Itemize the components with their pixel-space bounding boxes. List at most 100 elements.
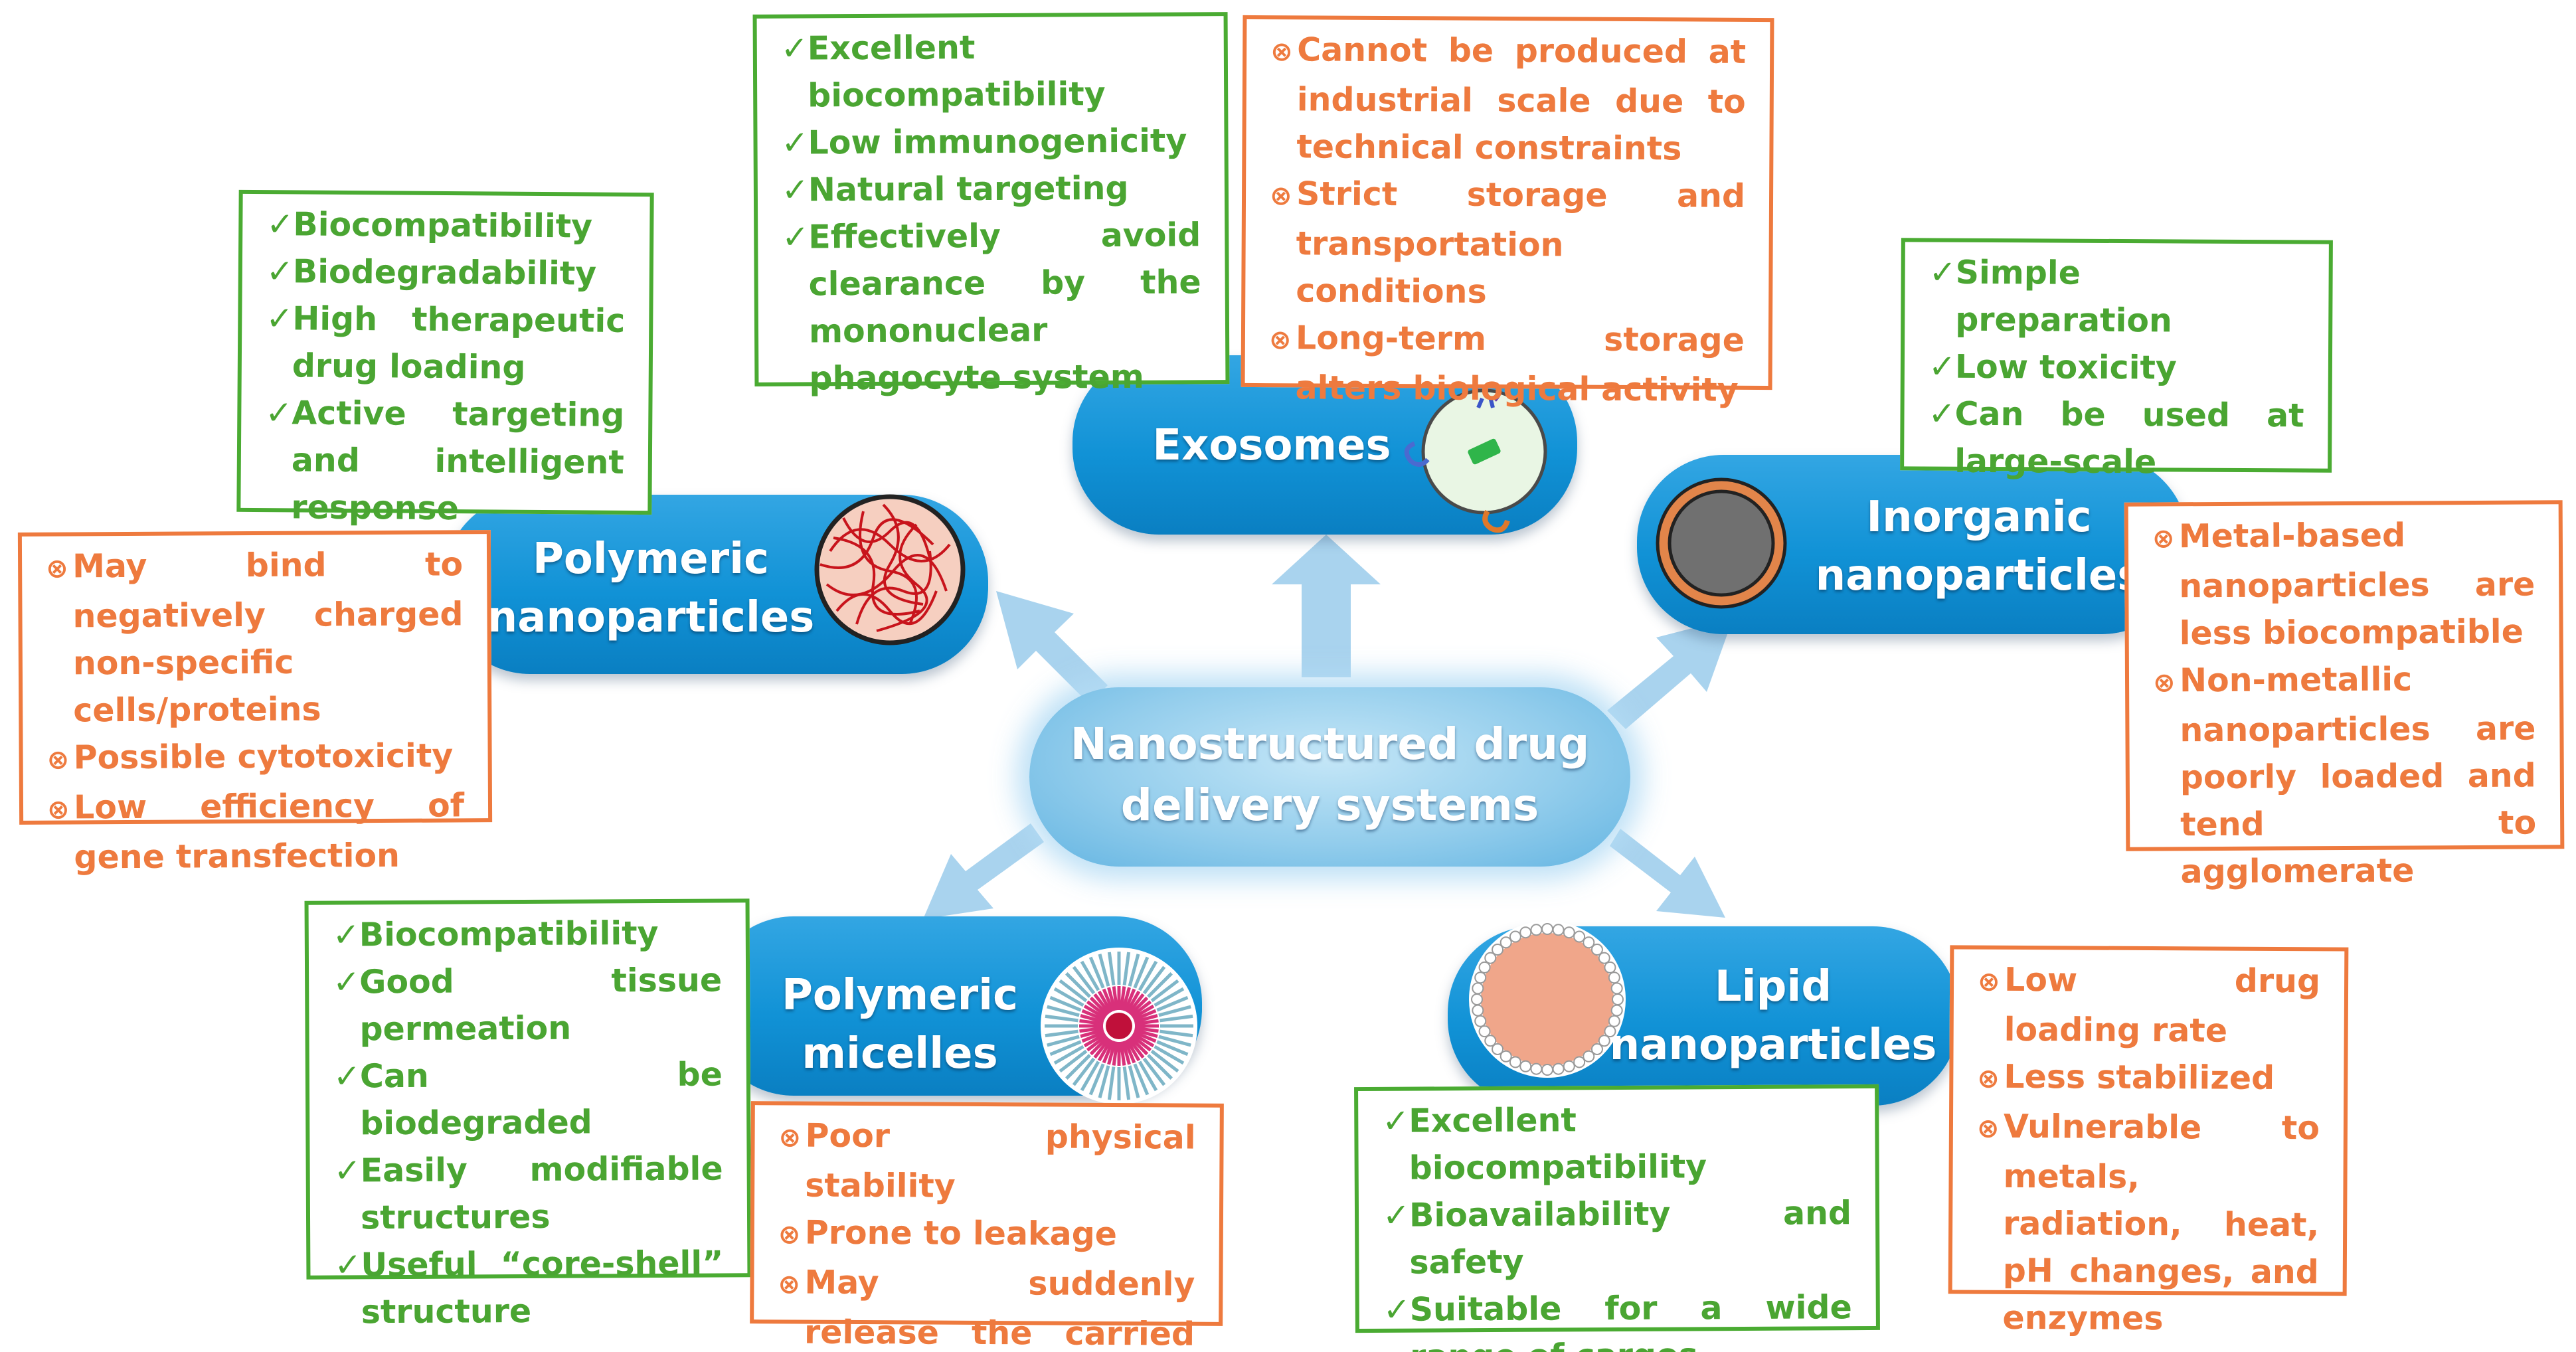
micelle-inner-ray	[1129, 996, 1149, 1016]
disadvantage-item: ⊗May suddenly release the carried cargo	[778, 1258, 1195, 1352]
micelle-outer-ray	[1138, 1060, 1158, 1092]
micelle-outer-ray	[1122, 952, 1131, 985]
micelle-inner-ray	[1079, 1019, 1104, 1026]
item-text: Good tissue permeation	[359, 961, 723, 1049]
micelle-inner-ray	[1080, 1028, 1104, 1038]
center-title: Nanostructured drug delivery systems	[1029, 714, 1630, 836]
exosomes-advantages-list: ✓Excellent biocompatibility✓Low immunoge…	[781, 23, 1202, 402]
lipid-nanoparticles-advantages-box: ✓Excellent biocompatibility✓Bioavailabil…	[1354, 1084, 1880, 1352]
lipid-head	[1608, 1015, 1620, 1027]
check-icon: ✓	[781, 171, 810, 209]
polymeric-micelles-advantages-box: ✓Biocompatibility ✓ Good tissue permeation…	[304, 898, 752, 1331]
micelle-inner-ray	[1080, 1014, 1104, 1024]
inorganic-nanoparticles-label-line-1: Inorganic	[1866, 493, 2092, 542]
polymeric-nanoparticles-label-line-2: nanoparticles	[487, 593, 815, 642]
lipid-head	[1472, 982, 1484, 995]
micelle-outer-ray	[1065, 972, 1091, 998]
arrow-to-polymeric-nanoparticles	[996, 591, 1108, 704]
lipid-head	[1471, 993, 1483, 1005]
lipid-head	[1598, 1035, 1610, 1047]
micelle-inner-ray	[1097, 1039, 1113, 1062]
disadvantage-item: ⊗Non-metallic nanoparticles are poorly l…	[2153, 655, 2537, 895]
micelle-outer-ray	[1072, 1057, 1096, 1086]
cross-circle-icon: ⊗	[778, 1219, 801, 1250]
micelle-outer-ray	[1088, 1063, 1105, 1096]
cross-circle-icon: ⊗	[778, 1122, 802, 1153]
arrow-to-exosomes	[1272, 535, 1381, 677]
polymeric-nanoparticles-label-line-1: Polymeric	[532, 535, 770, 584]
micelle-inner-ray	[1102, 1040, 1115, 1064]
micelle-outer-ray	[1098, 954, 1110, 987]
advantage-item: ✓Can be biodegraded	[333, 1051, 723, 1147]
check-icon: ✓	[782, 218, 810, 256]
advantage-item: ✓Excellent biocompatibility	[781, 23, 1201, 119]
item-text: Metal-based nanoparticles are less bioco…	[2178, 516, 2535, 653]
micelle-inner-ray	[1097, 990, 1113, 1013]
lipid-head	[1552, 1062, 1565, 1075]
item-text: Natural targeting	[808, 169, 1129, 209]
item-text: Non-metallic nanoparticles are poorly lo…	[2179, 660, 2537, 891]
micelle-outer-ray	[1158, 1005, 1191, 1017]
arrow-to-polymeric-micelles	[923, 823, 1044, 919]
micelle-outer-ray	[1059, 979, 1088, 1003]
disadvantage-item: ⊗Poor physical stability	[778, 1112, 1196, 1211]
lipid-nanoparticles-disadvantages-box: ⊗Low drug loading rate⊗Less stabilized⊗V…	[1948, 945, 2349, 1337]
micelle-inner-ray	[1081, 1030, 1105, 1043]
micelle-outer-ray	[1128, 954, 1140, 987]
lipid-head	[1519, 1060, 1532, 1072]
lipid-head	[1541, 1064, 1553, 1076]
micelle-inner-ray	[1107, 987, 1117, 1011]
disadvantage-item: ⊗Low drug loading rate	[1978, 956, 2321, 1055]
micelle-outer-ray	[1150, 1049, 1179, 1073]
micelle-outer-ray	[1080, 960, 1100, 991]
check-icon: ✓	[334, 1246, 362, 1284]
advantage-item: ✓Simple preparation	[1929, 249, 2305, 345]
lipid-head	[1478, 1025, 1491, 1038]
micelle-outer-ray	[1133, 1063, 1150, 1096]
check-icon: ✓	[333, 1151, 361, 1190]
polymeric-nanoparticles-disadvantages-list: ⊗May bind to negatively charged non-spec…	[46, 541, 465, 881]
lipid-head	[1492, 944, 1504, 956]
polymeric-micelles-disadvantages-list: ⊗Poor physical stability⊗Prone to leakag…	[778, 1112, 1196, 1352]
micelle-outer-ray	[1159, 1029, 1193, 1038]
micelle-inner-ray	[1089, 1036, 1109, 1056]
micelle-outer-ray	[1053, 987, 1084, 1007]
micelle-outer-ray	[1080, 1060, 1100, 1092]
check-icon: ✓	[266, 252, 294, 291]
micelle-outer-ray	[1107, 952, 1116, 985]
micelle-inner-ray	[1127, 993, 1145, 1015]
micelle-inner-ray	[1081, 1009, 1105, 1022]
advantage-item: ✓Effectively avoid clearance by the mono…	[782, 211, 1201, 402]
lipid-head	[1474, 972, 1487, 984]
cross-circle-icon: ⊗	[2152, 667, 2176, 699]
item-text: Vulnerable to metals, radiation, heat, p…	[2002, 1107, 2320, 1338]
micelle-inner-ray	[1119, 986, 1126, 1011]
lipid-head	[1484, 1035, 1497, 1047]
cross-circle-icon: ⊗	[778, 1269, 801, 1300]
inorganic-nanoparticles-disadvantages-list: ⊗Metal-based nanoparticles are less bioc…	[2152, 511, 2537, 895]
disadvantage-item: ⊗Low efficiency of gene transfection	[47, 782, 465, 881]
advantage-item: ✓Biocompatibility	[333, 909, 722, 958]
micelle-outer-ray	[1154, 987, 1185, 1007]
micelle-inner-ray	[1119, 1041, 1126, 1066]
disadvantage-item: ⊗Metal-based nanoparticles are less bioc…	[2152, 511, 2535, 657]
item-text: Prone to leakage	[804, 1213, 1118, 1254]
lipid-head	[1590, 944, 1603, 956]
check-icon: ✓	[1928, 347, 1956, 386]
disadvantage-item: ⊗Vulnerable to metals, radiation, heat, …	[1976, 1103, 2320, 1343]
micelle-outer-ray	[1158, 1035, 1191, 1047]
check-icon: ✓	[781, 124, 809, 162]
check-icon: ✓	[333, 1057, 361, 1096]
polymeric-micelles-label: Polymeric micelles	[740, 966, 1059, 1083]
lipid-head	[1598, 952, 1610, 964]
item-text: Can be biodegraded	[359, 1055, 723, 1143]
advantage-item: ✓Biodegradability	[266, 248, 626, 297]
micelle-outer-ray	[1072, 966, 1096, 995]
advantage-item: ✓Suitable for a wide range of cargos	[1383, 1284, 1853, 1352]
item-text: May suddenly release the carried cargo	[804, 1263, 1195, 1352]
micelle-outer-ray	[1047, 1035, 1080, 1047]
disadvantage-item: ⊗Possible cytotoxicity	[46, 732, 464, 784]
cross-circle-icon: ⊗	[2152, 523, 2175, 554]
